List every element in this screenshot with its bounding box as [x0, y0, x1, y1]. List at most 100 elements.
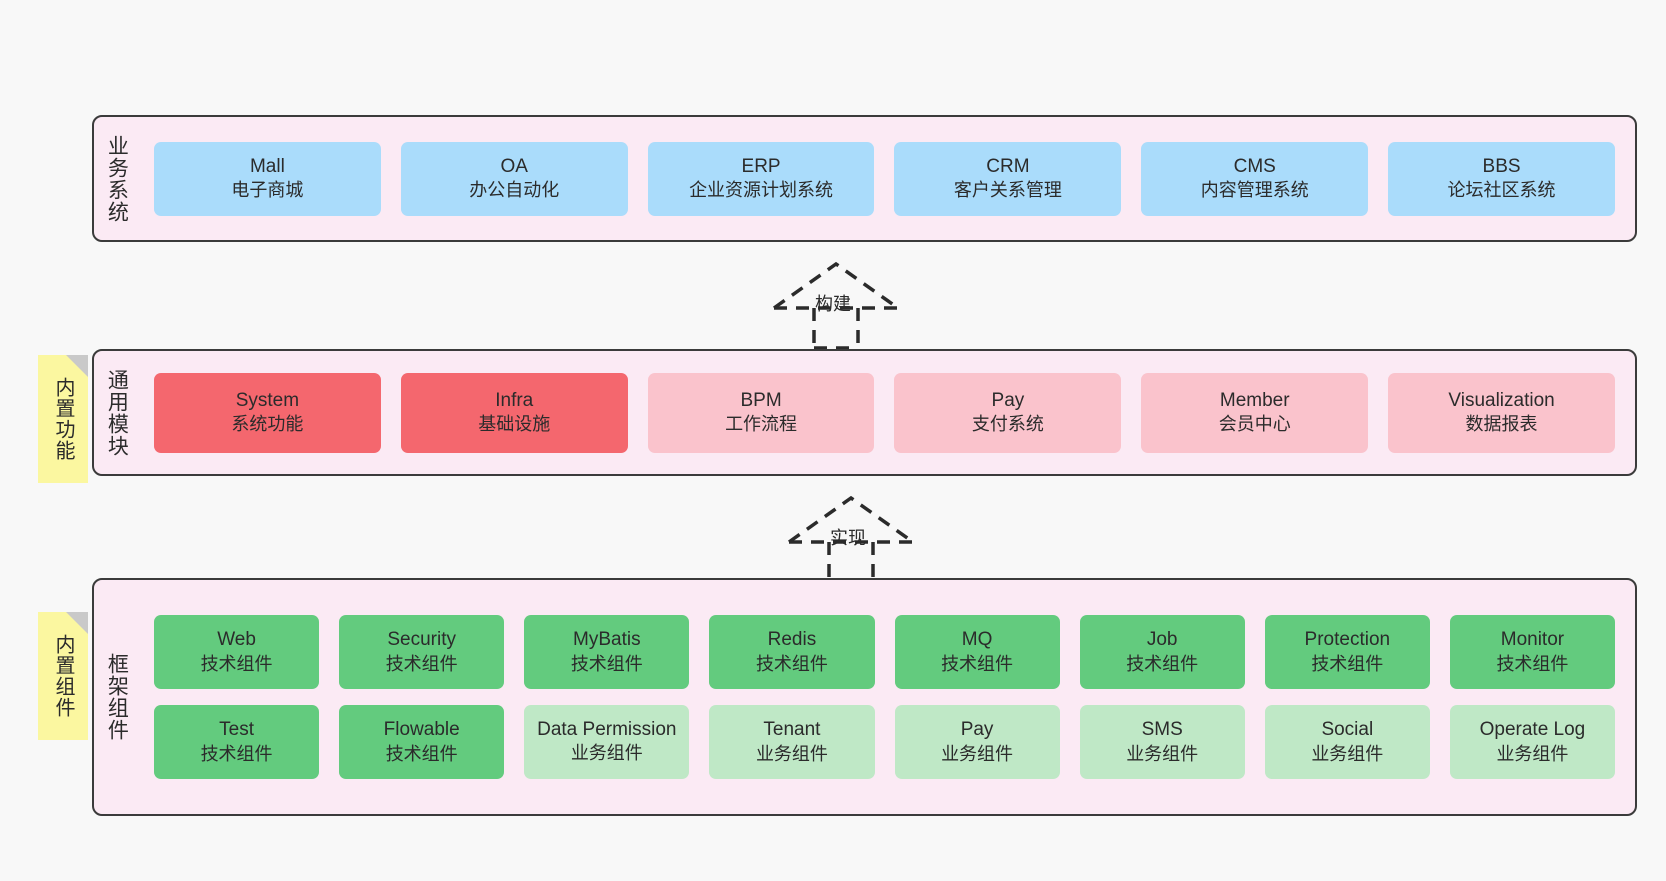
node-web-cn: 技术组件 — [200, 653, 273, 674]
layer-framework-components: 框架组件 Web 技术组件 Security 技术组件 MyBatis 技术组件… — [92, 578, 1637, 816]
node-member[interactable]: Member 会员中心 — [1141, 372, 1369, 453]
node-operate-log[interactable]: Operate Log 业务组件 — [1449, 705, 1615, 779]
node-system-cn: 系统功能 — [231, 414, 304, 435]
node-system-en: System — [235, 389, 300, 411]
node-sms[interactable]: SMS 业务组件 — [1079, 705, 1245, 779]
connector-build-arrow-icon — [772, 261, 900, 350]
node-security-en: Security — [387, 629, 456, 651]
node-redis-en: Redis — [767, 629, 817, 651]
node-pay-module-en: Pay — [991, 389, 1025, 411]
note-built-in-functions: 内置功能 — [38, 355, 88, 483]
node-flowable-en: Flowable — [383, 719, 460, 741]
node-visualization-cn: 数据报表 — [1465, 414, 1538, 435]
node-mall-cn: 电子商城 — [231, 180, 304, 201]
business-systems-row: Mall 电子商城 OA 办公自动化 ERP 企业资源计划系统 CRM 客户关系… — [144, 141, 1625, 216]
node-monitor-cn: 技术组件 — [1496, 653, 1569, 674]
node-flowable-cn: 技术组件 — [385, 743, 458, 764]
node-tenant-cn: 业务组件 — [755, 743, 828, 764]
layer-framework-components-title: 框架组件 — [105, 653, 129, 741]
note-built-in-components: 内置组件 — [38, 612, 88, 740]
layer-business-systems-title: 业务系统 — [105, 134, 129, 223]
node-test-en: Test — [219, 719, 254, 741]
node-web-en: Web — [217, 629, 256, 651]
node-visualization-en: Visualization — [1448, 389, 1555, 411]
node-sms-en: SMS — [1141, 719, 1183, 741]
node-job-cn: 技术组件 — [1126, 653, 1199, 674]
node-operate-log-en: Operate Log — [1479, 719, 1586, 741]
node-mq-en: MQ — [961, 629, 993, 651]
layer-common-modules-title: 通用模块 — [105, 368, 129, 457]
node-cms-cn: 内容管理系统 — [1200, 180, 1309, 201]
node-social-en: Social — [1321, 719, 1374, 741]
layer-business-systems-body: Mall 电子商城 OA 办公自动化 ERP 企业资源计划系统 CRM 客户关系… — [138, 117, 1635, 240]
node-bpm-en: BPM — [740, 389, 782, 411]
node-visualization[interactable]: Visualization 数据报表 — [1388, 372, 1615, 453]
node-member-cn: 会员中心 — [1218, 414, 1291, 435]
framework-tech-row: Web 技术组件 Security 技术组件 MyBatis 技术组件 Redi… — [144, 615, 1625, 689]
node-protection[interactable]: Protection 技术组件 — [1264, 615, 1430, 689]
node-pay-module[interactable]: Pay 支付系统 — [894, 372, 1122, 453]
node-mall[interactable]: Mall 电子商城 — [154, 141, 381, 216]
framework-business-row: Test 技术组件 Flowable 技术组件 Data Permission … — [144, 705, 1625, 779]
node-social[interactable]: Social 业务组件 — [1264, 705, 1430, 779]
node-oa[interactable]: OA 办公自动化 — [400, 141, 628, 216]
node-oa-en: OA — [500, 155, 528, 177]
node-web[interactable]: Web 技术组件 — [154, 615, 320, 689]
node-pay-component[interactable]: Pay 业务组件 — [894, 705, 1060, 779]
node-oa-cn: 办公自动化 — [469, 180, 560, 201]
node-redis[interactable]: Redis 技术组件 — [709, 615, 875, 689]
node-job-en: Job — [1146, 629, 1178, 651]
node-cms-en: CMS — [1233, 155, 1276, 177]
node-tenant[interactable]: Tenant 业务组件 — [709, 705, 875, 779]
layer-common-modules: 通用模块 System 系统功能 Infra 基础设施 BPM 工作流程 Pay… — [92, 349, 1637, 476]
node-protection-en: Protection — [1304, 629, 1391, 651]
node-erp[interactable]: ERP 企业资源计划系统 — [647, 141, 875, 216]
node-security[interactable]: Security 技术组件 — [339, 615, 505, 689]
node-monitor[interactable]: Monitor 技术组件 — [1449, 615, 1615, 689]
layer-business-systems: 业务系统 Mall 电子商城 OA 办公自动化 ERP 企业资源计划系统 CRM… — [92, 115, 1637, 242]
node-infra-en: Infra — [495, 389, 534, 411]
connector-implement-label: 实现 — [830, 528, 866, 548]
node-crm-en: CRM — [986, 155, 1030, 177]
node-social-cn: 业务组件 — [1311, 743, 1384, 764]
note-built-in-functions-text: 内置功能 — [52, 377, 74, 461]
note-built-in-components-text: 内置组件 — [52, 634, 74, 718]
layer-common-modules-body: System 系统功能 Infra 基础设施 BPM 工作流程 Pay 支付系统… — [138, 351, 1635, 474]
node-member-en: Member — [1219, 389, 1290, 411]
node-infra-cn: 基础设施 — [478, 414, 551, 435]
connector-implement: 实现 — [775, 492, 955, 584]
node-bbs[interactable]: BBS 论坛社区系统 — [1388, 141, 1615, 216]
node-bpm[interactable]: BPM 工作流程 — [647, 372, 875, 453]
node-mall-en: Mall — [249, 155, 285, 177]
node-mq[interactable]: MQ 技术组件 — [894, 615, 1060, 689]
node-job[interactable]: Job 技术组件 — [1079, 615, 1245, 689]
connector-build-label: 构建 — [815, 294, 851, 314]
node-redis-cn: 技术组件 — [755, 653, 828, 674]
node-crm[interactable]: CRM 客户关系管理 — [894, 141, 1122, 216]
node-crm-cn: 客户关系管理 — [953, 180, 1062, 201]
connector-implement-arrow-icon — [787, 495, 915, 584]
node-operate-log-cn: 业务组件 — [1496, 743, 1569, 764]
node-security-cn: 技术组件 — [385, 653, 458, 674]
node-data-permission[interactable]: Data Permission 业务组件 — [524, 705, 690, 779]
common-modules-row: System 系统功能 Infra 基础设施 BPM 工作流程 Pay 支付系统… — [144, 372, 1625, 453]
note-fold-corner-icon — [66, 612, 88, 634]
node-flowable[interactable]: Flowable 技术组件 — [339, 705, 505, 779]
node-cms[interactable]: CMS 内容管理系统 — [1141, 141, 1369, 216]
node-mybatis-cn: 技术组件 — [570, 653, 643, 674]
node-pay-component-en: Pay — [960, 719, 994, 741]
node-data-permission-en: Data Permission — [537, 719, 677, 741]
node-pay-module-cn: 支付系统 — [971, 414, 1044, 435]
node-erp-cn: 企业资源计划系统 — [689, 180, 834, 201]
node-protection-cn: 技术组件 — [1311, 653, 1384, 674]
node-infra[interactable]: Infra 基础设施 — [400, 372, 628, 453]
node-bbs-cn: 论坛社区系统 — [1447, 180, 1556, 201]
node-system[interactable]: System 系统功能 — [154, 372, 381, 453]
node-mq-cn: 技术组件 — [941, 653, 1014, 674]
node-data-permission-cn: 业务组件 — [570, 742, 643, 763]
node-mybatis[interactable]: MyBatis 技术组件 — [524, 615, 690, 689]
node-pay-component-cn: 业务组件 — [941, 743, 1014, 764]
node-test-cn: 技术组件 — [200, 743, 273, 764]
node-test[interactable]: Test 技术组件 — [154, 705, 320, 779]
